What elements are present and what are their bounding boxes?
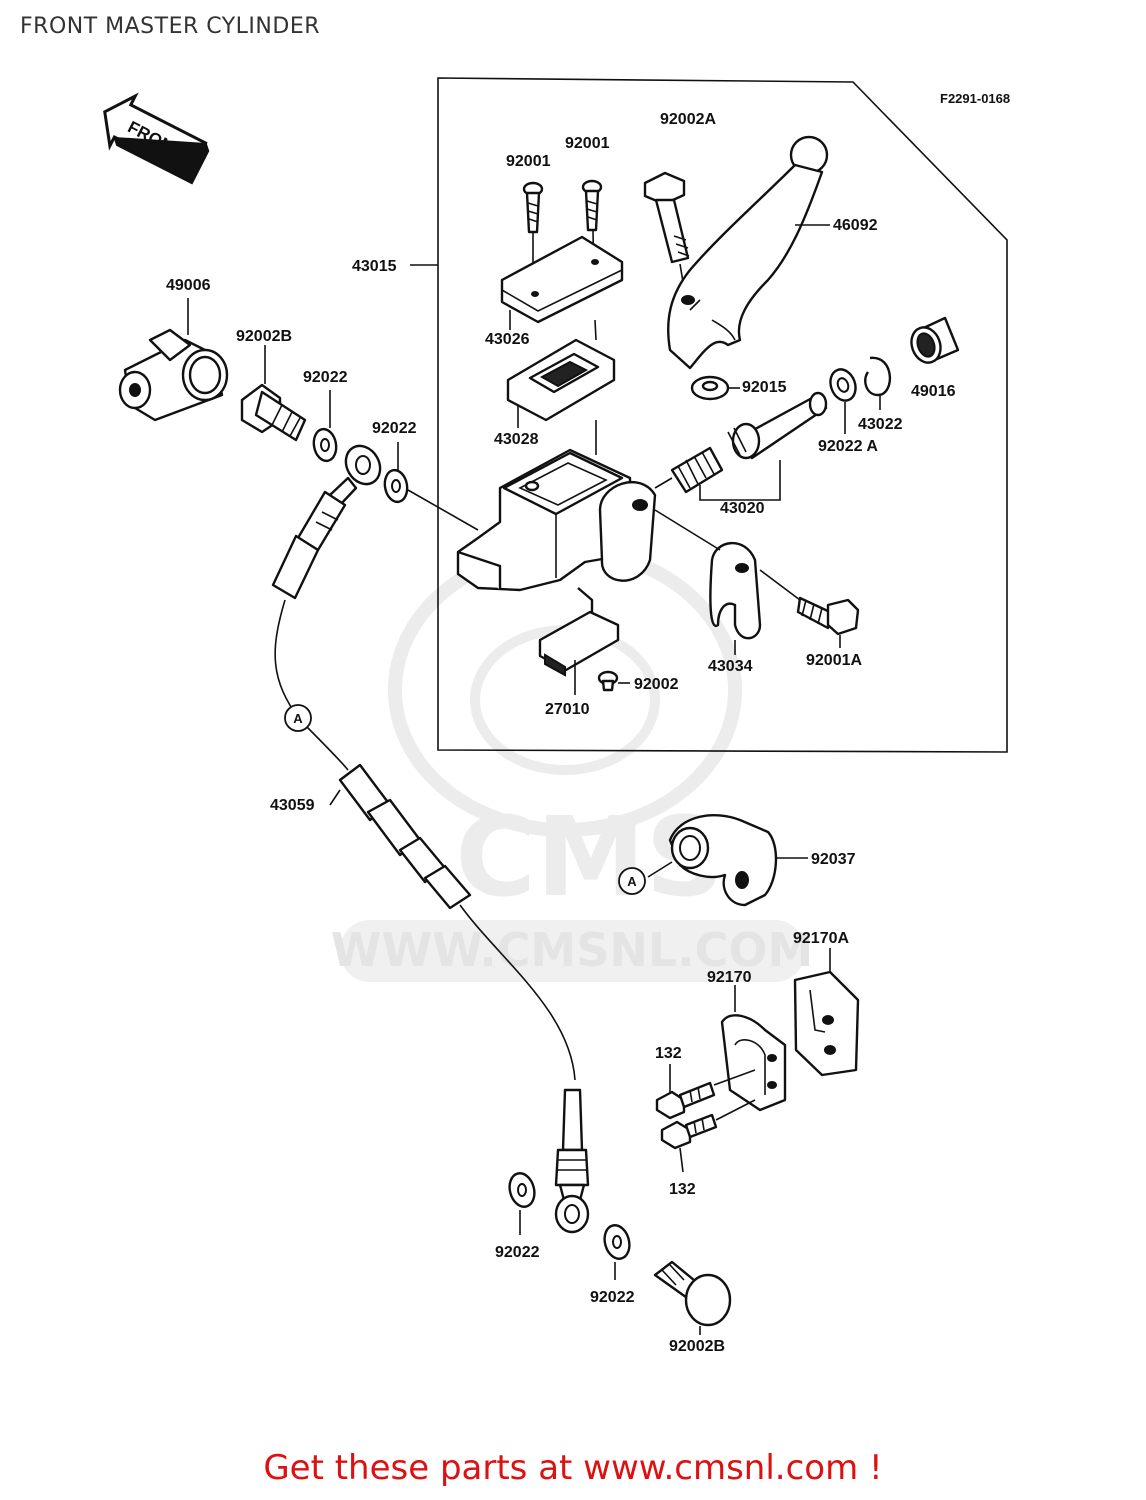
label-43028: 43028 <box>494 431 539 448</box>
banjo-bolt-92002b-bottom <box>653 1260 732 1335</box>
washer-92022-d <box>603 1224 631 1280</box>
screw-92002 <box>597 670 630 692</box>
front-arrow: FRONT <box>103 92 210 185</box>
label-92001-right: 92001 <box>565 135 610 152</box>
washer-92022-b <box>383 442 479 531</box>
banjo-bolt-92002b-top <box>240 345 307 442</box>
callout-a-upper: A <box>284 704 312 732</box>
piston-43020 <box>654 391 828 501</box>
label-92022-d: 92022 <box>590 1289 635 1306</box>
svg-text:A: A <box>627 874 637 889</box>
hose-lower-fitting <box>554 1088 590 1234</box>
assembly-frame <box>437 77 1008 753</box>
label-92002: 92002 <box>634 676 679 693</box>
bracket-92170a <box>793 948 860 1077</box>
label-49006: 49006 <box>166 277 211 294</box>
label-92002b-bottom: 92002B <box>669 1338 725 1355</box>
label-92015: 92015 <box>742 379 787 396</box>
washer-92022-a <box>312 390 338 463</box>
washer-92022a <box>829 368 857 402</box>
label-132-bottom: 132 <box>669 1181 696 1198</box>
label-92022-c: 92022 <box>495 1244 540 1261</box>
svg-text:A: A <box>293 711 303 726</box>
part-labels: 92002A 92001 92001 46092 43015 49006 920… <box>166 111 956 1355</box>
page-title: FRONT MASTER CYLINDER <box>20 14 321 39</box>
label-43015: 43015 <box>352 258 397 275</box>
circlip-43022 <box>864 356 891 397</box>
label-49016: 49016 <box>911 383 956 400</box>
label-92170: 92170 <box>707 969 752 986</box>
label-92001a: 92001A <box>806 652 862 669</box>
bolt-92001a <box>759 569 860 636</box>
lever-46092 <box>667 135 829 370</box>
bracket-92170 <box>720 985 787 1112</box>
master-cylinder-body <box>456 448 657 620</box>
hose-clamp-92037 <box>647 813 808 907</box>
label-92170a: 92170A <box>793 930 849 947</box>
label-92037: 92037 <box>811 851 856 868</box>
label-43022: 43022 <box>858 416 903 433</box>
screw-92001-left <box>522 181 544 296</box>
label-43059: 43059 <box>270 797 315 814</box>
footer-promo: Get these parts at www.cmsnl.com ! <box>263 1448 883 1488</box>
bolt-132-bottom <box>660 1099 756 1173</box>
label-132-top: 132 <box>655 1045 682 1062</box>
bolt-132-top <box>655 1064 756 1120</box>
label-92022-b: 92022 <box>372 420 417 437</box>
label-46092: 46092 <box>833 217 878 234</box>
switch-27010 <box>538 610 620 695</box>
nut-92015 <box>690 375 730 401</box>
callout-a-lower: A <box>618 867 646 895</box>
boot-49016 <box>910 316 960 364</box>
label-92001-left: 92001 <box>506 153 551 170</box>
label-27010: 27010 <box>545 701 590 718</box>
label-92002b-top: 92002B <box>236 328 292 345</box>
label-92002a: 92002A <box>660 111 716 128</box>
clamp-43034 <box>654 509 762 640</box>
diagram-code: F2291-0168 <box>940 91 1010 106</box>
diaphragm-43028 <box>506 319 616 455</box>
watermark-text: WWW.CMSNL.COM <box>331 923 814 977</box>
reservoir-cover-43026 <box>500 235 624 324</box>
brake-hose-43059 <box>329 763 576 1081</box>
label-43020: 43020 <box>720 500 765 517</box>
washer-92022-c <box>508 1172 536 1235</box>
label-92022a: 92022 A <box>818 438 878 455</box>
label-43026: 43026 <box>485 331 530 348</box>
label-43034: 43034 <box>708 658 753 675</box>
cap-49006 <box>118 298 229 422</box>
bolt-92002a <box>643 171 690 301</box>
label-92022-a: 92022 <box>303 369 348 386</box>
